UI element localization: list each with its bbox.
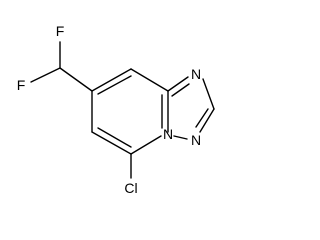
bond-n3-n4: [173, 135, 188, 140]
bond-c7-c8-inner: [97, 75, 132, 95]
bond-c5-c6: [91, 131, 132, 155]
bond-chf2-ring: [59, 67, 93, 92]
atom-fluorine-left: F: [17, 77, 26, 93]
bond-cf-left: [30, 67, 61, 83]
bond-c7-c8: [91, 68, 132, 92]
atom-nitrogen-3: N: [191, 132, 201, 148]
atom-nitrogen-1: N: [191, 66, 201, 82]
bond-c5-c6-inner: [97, 127, 132, 148]
molecule-structure: F F N N N Cl: [17, 23, 215, 196]
bond-n1-c2: [202, 78, 215, 110]
bond-c2-n3-inner: [195, 108, 209, 128]
atom-nitrogen-4-bridge: N: [163, 126, 173, 142]
atom-chlorine: Cl: [124, 180, 137, 196]
bond-n4-c5: [130, 135, 162, 155]
bond-c8a-n1-inner: [171, 83, 190, 97]
atom-fluorine-top: F: [56, 23, 65, 39]
bond-c8a-n1: [167, 76, 189, 92]
bond-c8-c8a: [130, 68, 169, 92]
bond-c2-n3: [199, 108, 215, 133]
